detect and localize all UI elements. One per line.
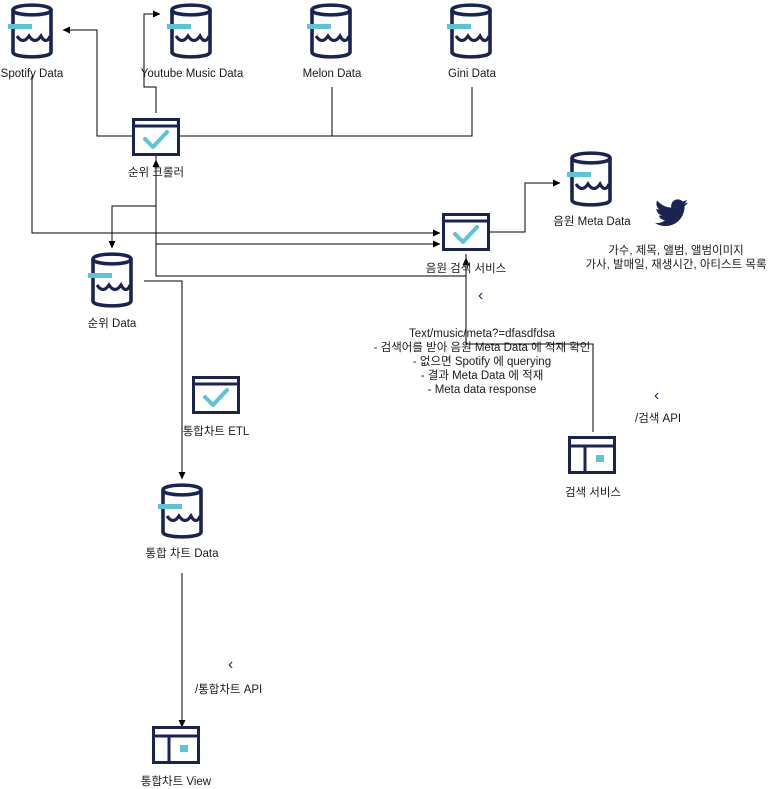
edge-crawler-gini xyxy=(332,87,473,137)
service-icon-crawler xyxy=(132,118,180,156)
connectors xyxy=(31,10,594,728)
search-note: Text/music/meta?=dfasdfdsa - 검색어를 받아 음원 … xyxy=(374,327,591,397)
label-youtube-data: Youtube Music Data xyxy=(140,68,244,80)
label-gini-data: Gini Data xyxy=(448,68,496,80)
search-note-line3: - 없으면 Spotify 에 querying xyxy=(412,356,552,368)
service-icon-etl xyxy=(192,376,240,414)
chevron-left-icon-chart-api: ‹ xyxy=(228,656,234,673)
database-icon-melon xyxy=(307,3,352,59)
database-icon-youtube xyxy=(167,3,212,59)
edge-crawler-spotify xyxy=(62,26,132,137)
edge-rank-integrated xyxy=(144,280,186,480)
twitter-icon xyxy=(655,199,689,227)
chevron-left-icon-search-service: ‹ xyxy=(478,287,484,304)
view-icon-search xyxy=(568,436,616,474)
search-note-line2: - 검색어를 받아 음원 Meta Data 에 적재 확인 xyxy=(373,342,591,354)
service-icon-search xyxy=(442,213,490,251)
label-crawler: 순위 크롤러 xyxy=(127,167,185,179)
view-icon-chart xyxy=(152,726,200,764)
edge-spotify-search xyxy=(31,76,441,237)
database-icon-spotify xyxy=(8,3,53,59)
label-search-api: /검색 API xyxy=(635,413,682,425)
database-icon-meta xyxy=(567,151,612,207)
label-chart-api: /통합차트 API xyxy=(195,684,263,696)
edge-searchview-search xyxy=(462,257,594,432)
label-search-view: 검색 서비스 xyxy=(564,487,622,499)
label-meta-data: 음원 Meta Data xyxy=(553,216,631,228)
label-integrated-data: 통합 차트 Data xyxy=(145,548,219,560)
edge-crawler-youtube xyxy=(143,10,161,113)
database-icon-integrated xyxy=(158,483,203,539)
edge-search-crawler xyxy=(152,159,467,277)
chevron-left-icon-search-api: ‹ xyxy=(654,387,660,404)
edge-crawler-melon xyxy=(180,87,333,137)
label-search-service: 음원 검색 서비스 xyxy=(425,263,507,275)
twitter-note: 가수, 제목, 앨범, 앨범이미지 가사, 발매일, 재생시간, 아티스트 목록 xyxy=(585,244,766,272)
label-etl: 통합차트 ETL xyxy=(182,426,250,438)
search-note-line5: - Meta data response xyxy=(427,384,537,396)
twitter-note-line2: 가사, 발매일, 재생시간, 아티스트 목록 xyxy=(585,259,767,271)
database-icon-rank xyxy=(88,252,133,308)
label-chart-view: 통합차트 View xyxy=(140,776,212,788)
label-melon-data: Melon Data xyxy=(302,68,362,80)
search-note-line4: - 결과 Meta Data 에 적재 xyxy=(420,370,544,382)
search-note-line1: Text/music/meta?=dfasdfdsa xyxy=(408,328,556,340)
database-icon-gini xyxy=(447,3,492,59)
label-spotify-data: Spotify Data xyxy=(0,68,64,80)
edge-search-meta xyxy=(490,179,561,233)
twitter-note-line1: 가수, 제목, 앨범, 앨범이미지 xyxy=(608,245,744,257)
label-rank-data: 순위 Data xyxy=(87,318,137,330)
